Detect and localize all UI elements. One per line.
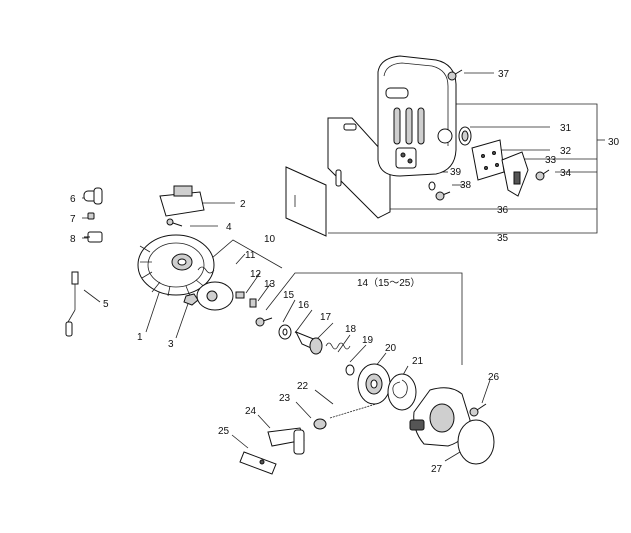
callout-26: 26 bbox=[488, 372, 500, 383]
callout-18: 18 bbox=[345, 324, 357, 335]
callout-39: 39 bbox=[450, 167, 462, 178]
callout-35: 35 bbox=[497, 233, 509, 244]
callout-16: 16 bbox=[298, 300, 310, 311]
callout-21: 21 bbox=[412, 356, 424, 367]
callout-17: 17 bbox=[320, 312, 332, 323]
callout-8: 8 bbox=[70, 234, 76, 245]
callout-24: 24 bbox=[245, 406, 257, 417]
callout-38: 38 bbox=[460, 180, 472, 191]
callout-15: 15 bbox=[283, 290, 295, 301]
callout-10: 10 bbox=[264, 234, 276, 245]
callout-labels: 1 2 3 4 5 6 7 8 10 11 12 13 14（15～25） 15… bbox=[70, 69, 620, 475]
leader-lines bbox=[82, 72, 605, 462]
callout-3: 3 bbox=[168, 339, 174, 350]
muffler-assembly bbox=[285, 55, 550, 237]
ignition-parts bbox=[65, 185, 205, 337]
callout-6: 6 bbox=[70, 194, 76, 205]
callout-4: 4 bbox=[226, 222, 232, 233]
callout-36: 36 bbox=[497, 205, 509, 216]
callout-22: 22 bbox=[297, 381, 309, 392]
callout-25: 25 bbox=[218, 426, 230, 437]
callout-5: 5 bbox=[103, 299, 109, 310]
callout-12: 12 bbox=[250, 269, 262, 280]
callout-7: 7 bbox=[70, 214, 76, 225]
callout-2: 2 bbox=[240, 199, 246, 210]
callout-19: 19 bbox=[362, 335, 374, 346]
callout-23: 23 bbox=[279, 393, 291, 404]
callout-32: 32 bbox=[560, 146, 572, 157]
callout-33: 33 bbox=[545, 155, 557, 166]
callout-30: 30 bbox=[608, 137, 620, 148]
callout-13: 13 bbox=[264, 279, 276, 290]
callout-1: 1 bbox=[137, 332, 143, 343]
callout-20: 20 bbox=[385, 343, 397, 354]
callout-27: 27 bbox=[431, 464, 443, 475]
callout-37: 37 bbox=[498, 69, 510, 80]
callout-34: 34 bbox=[560, 168, 572, 179]
callout-11: 11 bbox=[245, 250, 256, 261]
callout-31: 31 bbox=[560, 123, 572, 134]
callout-14: 14（15～25） bbox=[357, 277, 420, 289]
flywheel-starter-assembly bbox=[137, 234, 495, 475]
